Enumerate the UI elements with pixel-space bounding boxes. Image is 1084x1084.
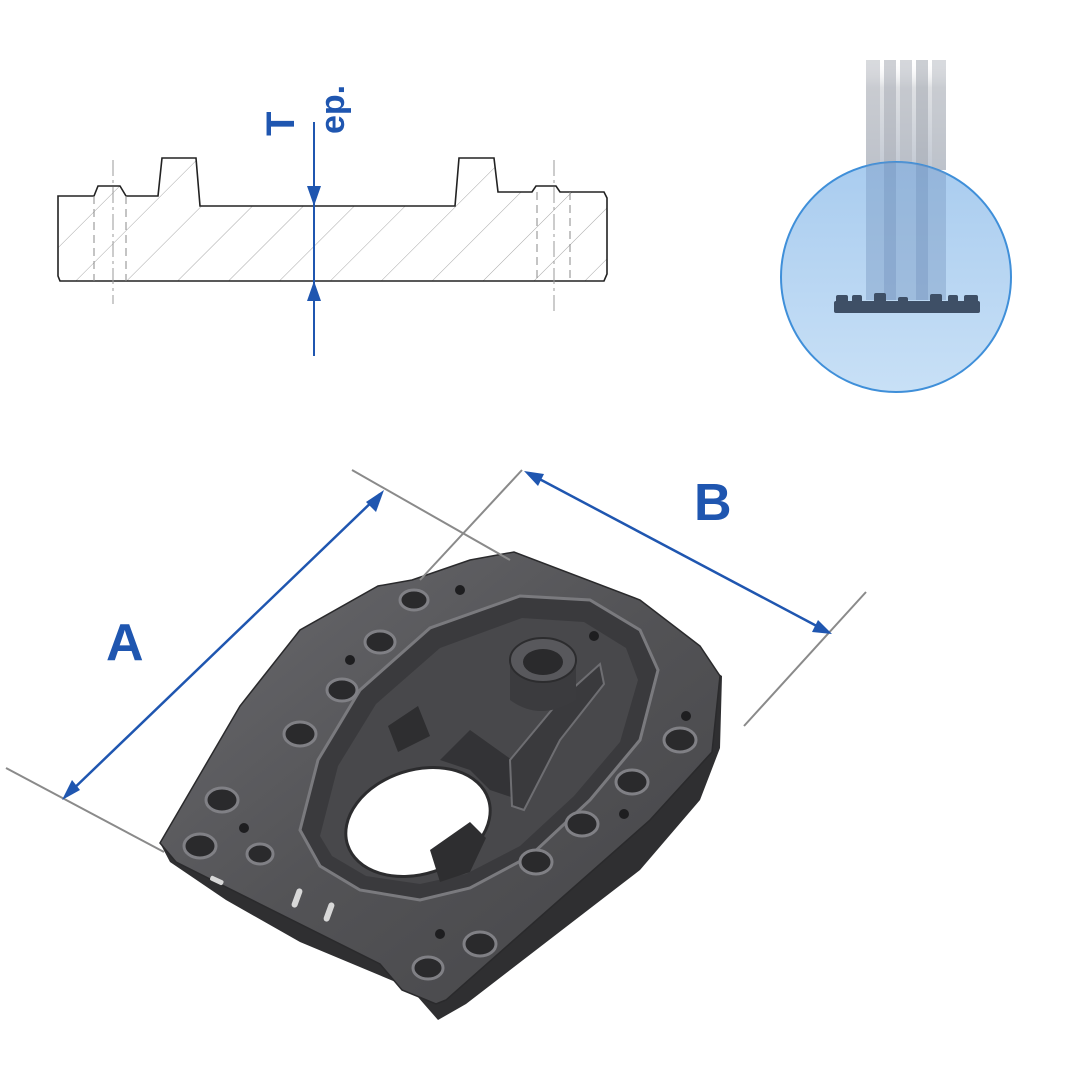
thickness-abbrev: ep. bbox=[314, 85, 352, 134]
edge-slots bbox=[210, 875, 335, 922]
thickness-symbol: T bbox=[259, 112, 303, 136]
rib-center bbox=[440, 730, 520, 800]
mounting-holes bbox=[182, 588, 698, 981]
plate-side-face bbox=[160, 672, 722, 1020]
center-lines bbox=[112, 160, 555, 312]
arrow-a-end-icon bbox=[366, 490, 384, 512]
beam-strips bbox=[866, 60, 946, 170]
magnifier-lens bbox=[780, 161, 1012, 393]
arrow-a-start-icon bbox=[62, 780, 80, 800]
hidden-hole-lines bbox=[93, 192, 571, 281]
cross-section-drawing: T ep. bbox=[57, 85, 608, 356]
rib-right bbox=[430, 822, 486, 882]
arrow-b-start-icon bbox=[524, 471, 544, 486]
small-holes bbox=[239, 585, 691, 939]
arrow-b-end-icon bbox=[812, 620, 832, 634]
dimension-a: A bbox=[5, 469, 511, 853]
arrow-down-icon bbox=[307, 186, 321, 206]
dimension-b: B bbox=[419, 469, 867, 727]
label-b: B bbox=[694, 474, 732, 532]
cylinder-boss bbox=[509, 637, 577, 711]
arrow-up-icon bbox=[307, 281, 321, 301]
section-outline bbox=[57, 157, 608, 282]
thickness-dimension: T ep. bbox=[259, 85, 352, 356]
magnified-inset bbox=[780, 60, 1012, 393]
mounting-plate-3d bbox=[159, 551, 722, 1020]
label-a: A bbox=[106, 614, 144, 672]
plate-side-view-icon bbox=[834, 293, 980, 313]
rib-left bbox=[388, 706, 430, 752]
